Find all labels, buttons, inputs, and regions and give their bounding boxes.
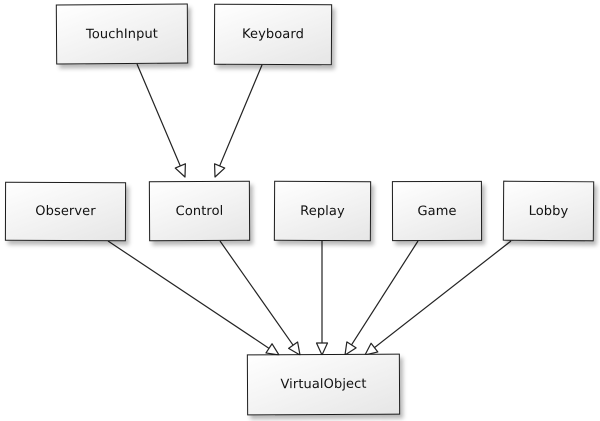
node-label-control: Control xyxy=(175,203,224,219)
edge-game-to-virtualobject xyxy=(344,240,419,356)
hollow-arrowhead-icon xyxy=(364,342,379,356)
connector-line xyxy=(374,240,512,349)
edge-lobby-to-virtualobject xyxy=(364,240,512,356)
node-label-touchinput: TouchInput xyxy=(85,26,159,42)
node-game: Game xyxy=(391,180,483,242)
connector-line xyxy=(350,240,419,346)
node-lobby: Lobby xyxy=(502,180,595,242)
edge-replay-to-virtualobject xyxy=(315,241,329,356)
node-label-keyboard: Keyboard xyxy=(241,26,304,43)
edge-control-to-virtualobject xyxy=(219,240,301,356)
node-label-replay: Replay xyxy=(300,203,345,219)
hollow-arrowhead-icon xyxy=(344,341,357,356)
node-replay: Replay xyxy=(273,180,372,242)
edge-touchinput-to-control xyxy=(136,63,186,178)
node-label-observer: Observer xyxy=(35,203,96,220)
node-touchinput: TouchInput xyxy=(55,3,189,65)
node-label-game: Game xyxy=(417,203,457,219)
node-observer: Observer xyxy=(4,181,127,242)
connector-line xyxy=(219,64,263,167)
node-control: Control xyxy=(148,180,251,242)
hollow-arrowhead-icon xyxy=(288,341,301,356)
edge-keyboard-to-control xyxy=(213,64,263,178)
node-virtualobject: VirtualObject xyxy=(246,353,401,416)
node-label-virtualobject: VirtualObject xyxy=(280,376,367,393)
hollow-arrowhead-icon xyxy=(213,163,226,178)
node-keyboard: Keyboard xyxy=(213,3,333,66)
hollow-arrowhead-icon xyxy=(315,342,329,356)
edge-observer-to-virtualobject xyxy=(107,240,280,356)
node-label-lobby: Lobby xyxy=(528,203,569,219)
connector-line xyxy=(107,240,270,349)
connector-line xyxy=(136,63,181,167)
connector-line xyxy=(219,240,294,346)
hollow-arrowhead-icon xyxy=(174,163,186,178)
